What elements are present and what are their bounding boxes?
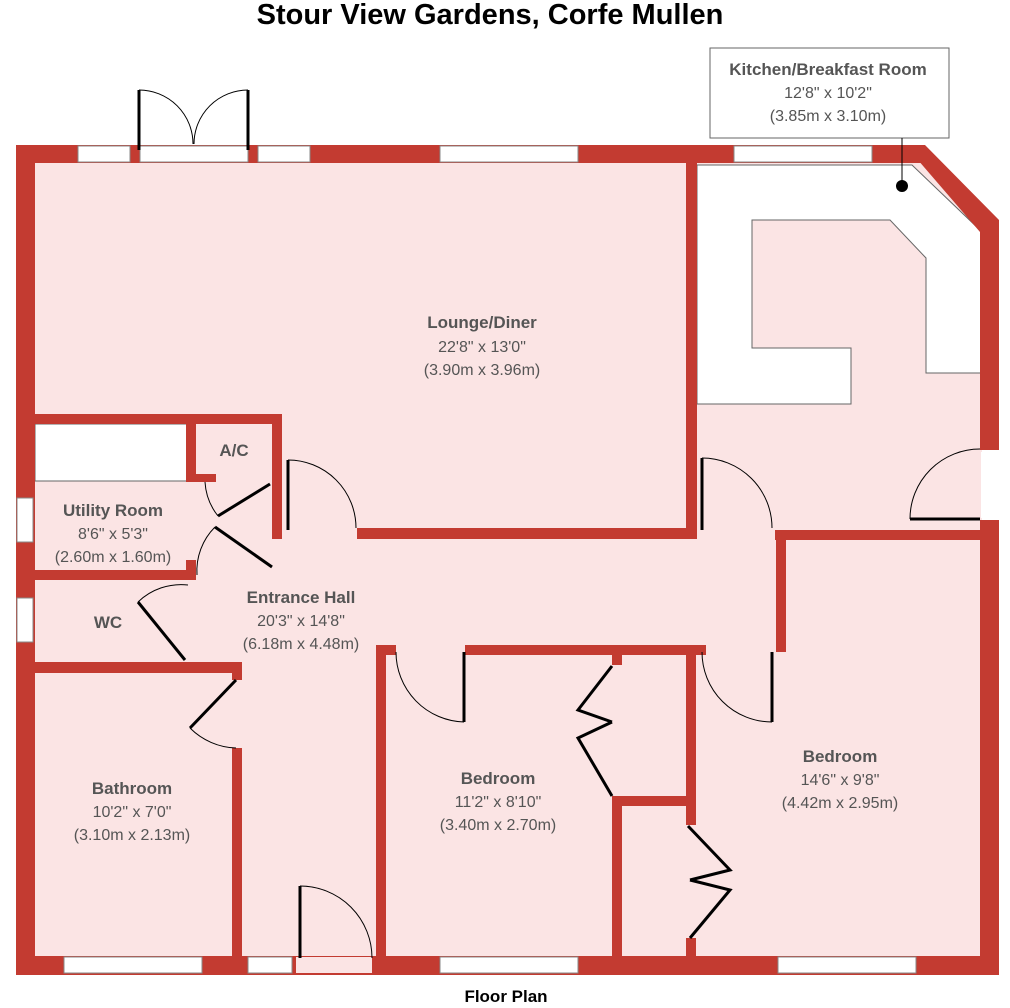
wall-wardrobe-1 — [612, 645, 622, 665]
window-bottom-1 — [63, 956, 203, 974]
door-kitchen — [700, 457, 773, 530]
door-bedroom2 — [701, 651, 774, 723]
wall-wardrobe-2 — [612, 796, 622, 961]
floor-area — [34, 162, 982, 965]
window-top-2 — [257, 145, 311, 163]
wall-bathroom-right-top — [232, 662, 242, 680]
bedroom2-dim-metric: (4.42m x 2.95m) — [782, 795, 898, 812]
utility-name: Utility Room — [63, 501, 163, 520]
wall-ac-bottom — [186, 474, 216, 482]
bedroom1-dim-metric: (3.40m x 2.70m) — [440, 817, 556, 834]
patio-door-opening — [139, 145, 249, 163]
wall-bedroom1-left — [376, 650, 386, 962]
door-side — [909, 448, 981, 521]
window-left-1 — [16, 497, 34, 543]
wall-lounge-bottom — [357, 528, 697, 539]
bedroom1-name: Bedroom — [461, 769, 536, 788]
wardrobe-doors-2 — [686, 824, 733, 939]
utility-dim-metric: (2.60m x 1.60m) — [55, 549, 171, 566]
wall-bedroom2-stub — [686, 645, 706, 655]
window-left-2 — [16, 597, 34, 643]
wc-name: WC — [94, 613, 122, 632]
kitchen-name: Kitchen/Breakfast Room — [729, 60, 926, 79]
wall-left — [16, 145, 35, 975]
window-bottom-4 — [777, 956, 917, 974]
lounge-name: Lounge/Diner — [427, 313, 537, 332]
hall-dim-metric: (6.18m x 4.48m) — [243, 636, 359, 653]
wall-ac-right — [272, 414, 282, 539]
kitchen-pointer-dot — [896, 180, 908, 192]
front-door-opening — [296, 957, 372, 973]
wall-wardrobe-mid — [612, 796, 692, 806]
door-wc — [136, 584, 189, 661]
door-bedroom1 — [395, 651, 466, 723]
wall-utility-top — [26, 414, 281, 424]
door-ac — [204, 481, 271, 518]
bathroom-dim-metric: (3.10m x 2.13m) — [74, 827, 190, 844]
door-bathroom — [188, 678, 238, 749]
window-top-3 — [439, 145, 579, 163]
window-top-1 — [77, 145, 131, 163]
wall-lounge-right — [686, 155, 697, 535]
wall-right-lower — [980, 520, 999, 975]
window-bottom-3 — [439, 956, 579, 974]
wall-bathroom-right — [232, 748, 242, 963]
wardrobe-doors-1 — [575, 665, 614, 797]
lounge-dim-imperial: 22'8" x 13'0" — [438, 339, 526, 356]
plan-footer: Floor Plan — [464, 987, 547, 1006]
lounge-dim-metric: (3.90m x 3.96m) — [424, 362, 540, 379]
window-bottom-2 — [247, 956, 293, 974]
hall-dim-imperial: 20'3" x 14'8" — [257, 613, 345, 630]
door-utility — [196, 525, 273, 576]
wall-bedroom2-left-upper — [686, 645, 696, 825]
wall-right-upper — [980, 228, 999, 450]
wall-bedroom2-left — [776, 530, 786, 652]
side-door-opening — [981, 452, 998, 518]
wall-bedroom1-top — [465, 645, 698, 655]
ac-name: A/C — [219, 441, 248, 460]
kitchen-label-box — [709, 47, 950, 139]
wall-ac-left — [186, 414, 196, 482]
wall-bedroom2-left-lower — [686, 938, 696, 962]
bathroom-dim-imperial: 10'2" x 7'0" — [93, 804, 172, 821]
patio-doors — [137, 89, 250, 150]
plan-title: Stour View Gardens, Corfe Mullen — [257, 0, 724, 31]
door-lounge — [286, 459, 357, 530]
partition-gap — [686, 528, 776, 539]
wall-bedroom1-top-stub — [376, 645, 396, 655]
door-front — [298, 885, 373, 959]
wall-utility-bottom — [26, 570, 196, 580]
utility-dim-imperial: 8'6" x 5'3" — [78, 526, 148, 543]
utility-worktop — [35, 424, 190, 481]
wall-bedroom2-top — [775, 530, 999, 540]
hall-name: Entrance Hall — [247, 588, 356, 607]
bathroom-name: Bathroom — [92, 779, 172, 798]
wall-wc-bottom — [26, 662, 241, 673]
kitchen-dim-imperial: 12'8" x 10'2" — [784, 85, 872, 102]
bedroom2-name: Bedroom — [803, 747, 878, 766]
bedroom2-dim-imperial: 14'6" x 9'8" — [801, 772, 880, 789]
kitchen-dim-metric: (3.85m x 3.10m) — [770, 108, 886, 125]
window-top-4 — [733, 145, 873, 163]
wall-utility-stub — [186, 560, 196, 580]
bedroom1-dim-imperial: 11'2" x 8'10" — [455, 794, 542, 811]
wall-diagonal — [905, 145, 999, 240]
